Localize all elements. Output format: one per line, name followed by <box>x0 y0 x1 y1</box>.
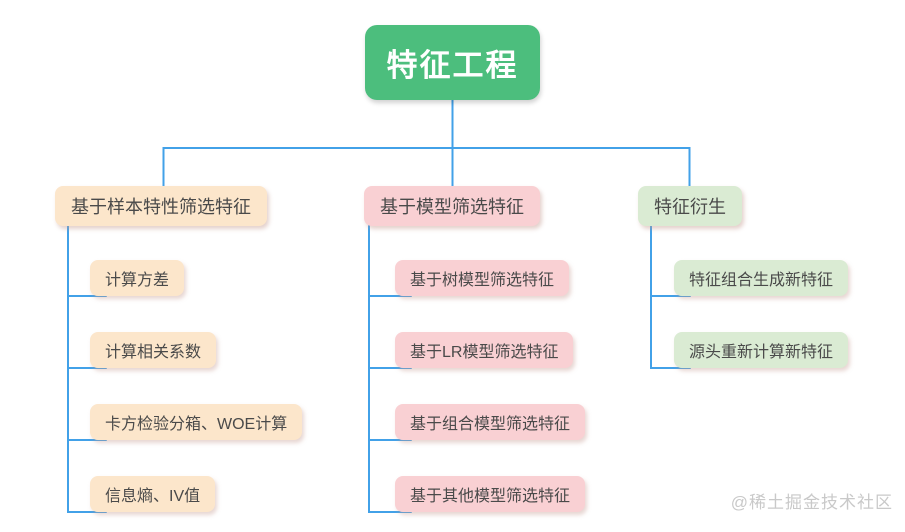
child-node[interactable]: 基于树模型筛选特征 <box>395 260 570 296</box>
branch-node-sample-filter[interactable]: 基于样本特性筛选特征 <box>55 186 267 226</box>
child-node[interactable]: 源头重新计算新特征 <box>674 332 849 368</box>
child-node[interactable]: 计算方差 <box>90 260 185 296</box>
branch-node-feature-derive[interactable]: 特征衍生 <box>638 186 742 226</box>
child-node[interactable]: 基于其他模型筛选特征 <box>395 476 586 512</box>
child-node[interactable]: 基于组合模型筛选特征 <box>395 404 586 440</box>
branch-node-model-filter[interactable]: 基于模型筛选特征 <box>364 186 540 226</box>
child-node[interactable]: 基于LR模型筛选特征 <box>395 332 574 368</box>
child-node[interactable]: 卡方检验分箱、WOE计算 <box>90 404 303 440</box>
root-node[interactable]: 特征工程 <box>365 25 540 100</box>
child-node[interactable]: 特征组合生成新特征 <box>674 260 849 296</box>
child-node[interactable]: 信息熵、IV值 <box>90 476 216 512</box>
watermark: @稀土掘金技术社区 <box>730 493 893 512</box>
child-node[interactable]: 计算相关系数 <box>90 332 217 368</box>
